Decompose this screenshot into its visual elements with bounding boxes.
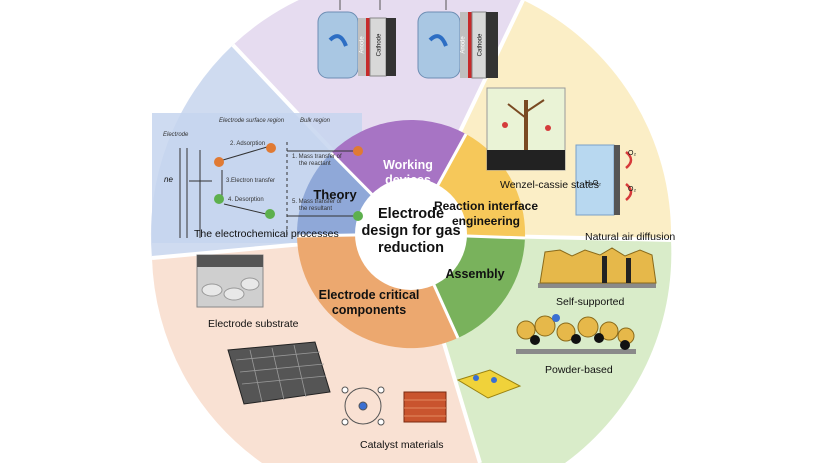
electrode-caption: Electrode [163,132,189,138]
o2-bottom-label: O₂ [628,186,637,193]
critical-components-line-1: Electrode critical [318,288,420,302]
o2-top-label: O₂ [628,150,637,157]
inner-sector-working [331,119,466,234]
process-diagram-lines [179,142,356,238]
reaction-interface-label: Reaction interface engineering [428,199,544,229]
electrode-substrate-label: Electrode substrate [208,318,299,330]
bulk-region-caption: Bulk region [300,118,331,124]
catalyst-molecule-illustration [341,386,385,426]
wenzel-label: Wenzel-cassie states [500,179,600,191]
mass-transfer-reactant-line-2: the reactant [299,161,331,167]
working-devices-line-1: Working [383,158,433,172]
electrolyzer-cell-left [317,0,396,79]
working-devices-line-2: devices [385,173,431,187]
cathode-label-right: Cathode [477,33,484,57]
center-title-line-1: Electrode [377,206,445,222]
natural-air-illustration [575,144,633,216]
reaction-interface-line-1: Reaction interface [433,199,539,213]
reaction-interface-line-2: engineering [451,214,520,228]
center-title-line-3: reduction [377,240,445,256]
powder-based-illustration [516,314,636,354]
center-circle [355,178,467,290]
desorption-caption: 4. Desorption [228,197,264,203]
electrochemical-processes-label: The electrochemical processes [194,228,339,240]
anode-label-left: Anode [359,36,366,54]
mass-transfer-resultant-line-1: 5. Mass transfer of [292,199,342,205]
self-supported-label: Self-supported [556,296,625,308]
catalyst-crystal-illustration [403,391,447,423]
working-devices-label: Working devices [366,158,450,188]
carbon-mesh-illustration [227,341,331,405]
cathode-label-left: Cathode [376,33,383,57]
mass-transfer-resultant-line-2: the resultant [299,206,333,212]
surface-region-caption: Electrode surface region [219,118,285,124]
electrolyzer-cell-right [417,0,498,79]
mass-transfer-reactant-line-1: 1. Mass transfer of [292,154,342,160]
natural-air-label: Natural air diffusion [585,231,676,243]
wenzel-illustration [486,87,566,171]
catalyst-materials-label: Catalyst materials [360,439,444,451]
critical-components-label: Electrode critical components [309,288,429,318]
anode-label-right: Anode [460,36,467,54]
center-title: Electrode design for gas reduction [356,206,466,257]
powder-based-label: Powder-based [545,364,613,376]
theory-label: Theory [313,187,357,202]
critical-components-line-2: components [331,303,407,317]
catalyst-surface-illustration [456,369,522,399]
electron-transfer-caption: 3.Electron transfer [226,178,276,184]
ne-caption: ne [164,175,173,184]
electrode-substrate-illustration [196,254,264,308]
center-title-line-2: design for gas [361,223,461,239]
assembly-label: Assembly [445,267,505,281]
adsorption-caption: 2. Adsorption [230,141,266,147]
process-diagram-dots [214,143,363,221]
self-supported-illustration [538,247,657,288]
h2o2-label: H₂O₂ [585,180,601,187]
